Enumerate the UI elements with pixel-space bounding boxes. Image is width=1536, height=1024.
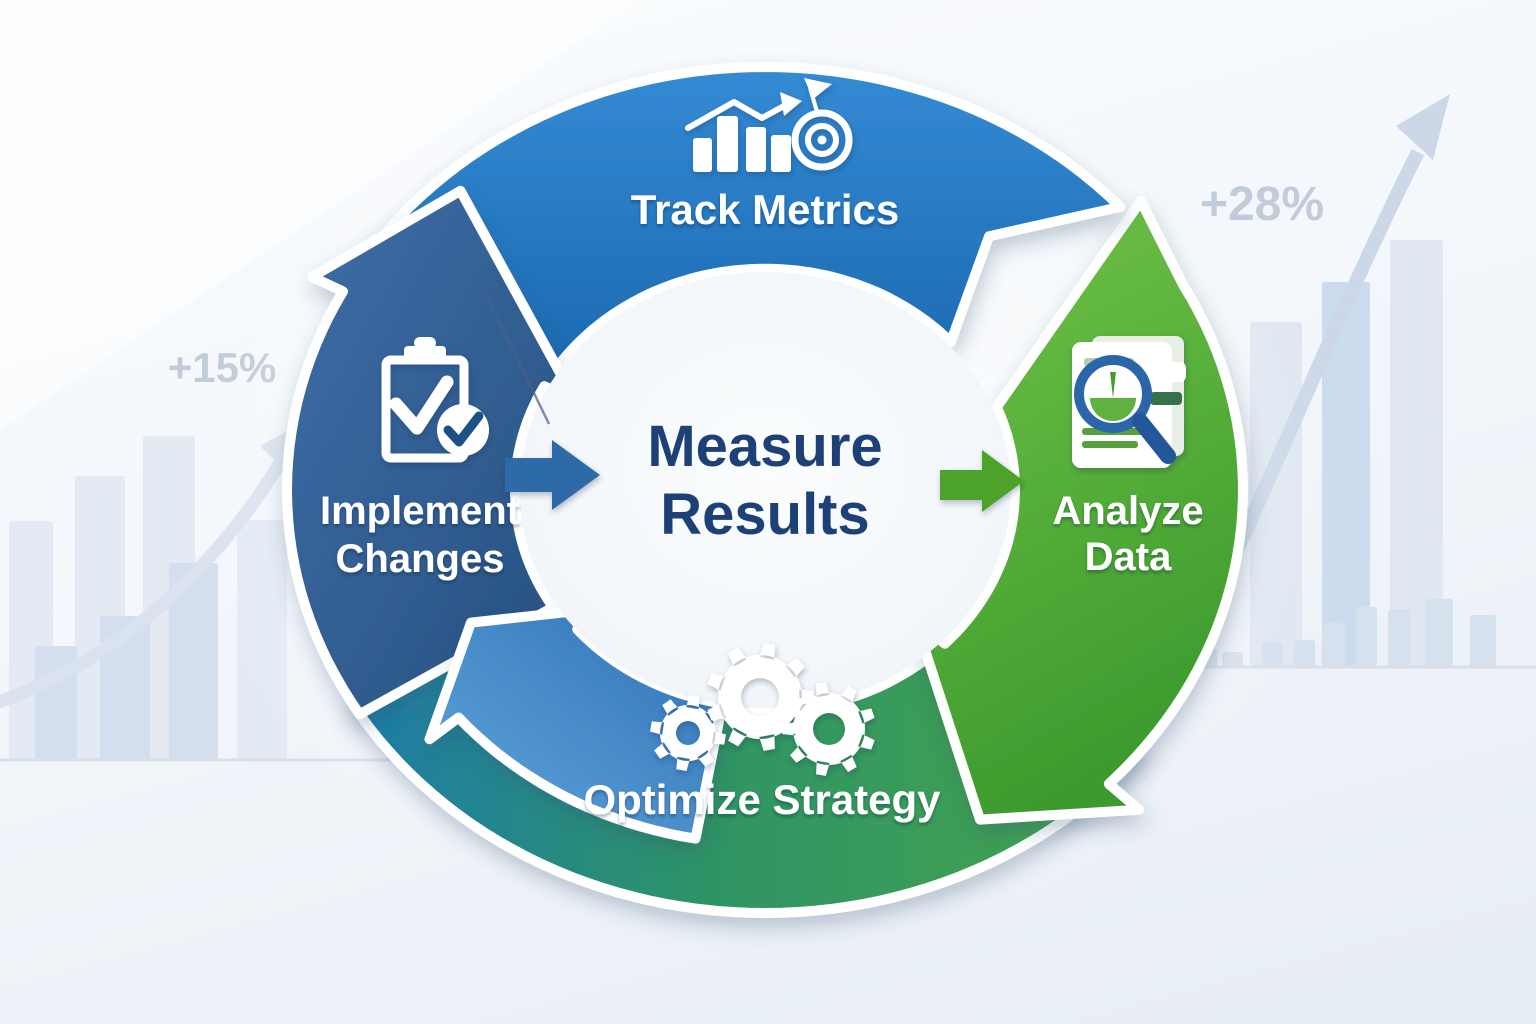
arrow-center-to-analyze [940,450,1024,512]
segment-implement-changes [282,185,581,720]
gears-icon [650,643,875,776]
dart-flag [804,78,832,99]
doc-tab [1150,362,1186,382]
stage-label-track-metrics: Track Metrics [631,186,900,233]
doc-tab-dark [1150,392,1182,405]
bar-chart-silhouette-left [9,436,287,760]
center-label-line1: Measure [647,414,882,479]
trend-arrow-head [780,92,802,116]
segment-track-metrics [354,62,1126,378]
check-badge-mark [443,411,484,447]
bar-chart-target-icon [685,78,853,172]
document-magnifier-icon [1072,336,1186,468]
bar-1 [693,138,712,172]
decor-bar [1388,609,1410,667]
bar-2 [717,116,738,172]
bar-4 [771,135,791,172]
clipboard-check [389,375,454,435]
stage-label-optimize-strategy: Optimize Strategy [583,776,941,823]
clipboard-clip [404,346,446,363]
clipboard-check-icon [381,337,489,463]
decor-bar [100,616,150,760]
lens-pie-chart [1090,398,1136,421]
target-outer-ring [791,109,853,171]
lens-pie-spike [1110,372,1116,398]
decor-bar [1425,599,1453,667]
target-bullseye [817,135,827,145]
trend-line [685,99,787,131]
bar-3 [746,127,766,172]
decor-needle [480,285,551,425]
decor-bar [1356,607,1377,667]
gear [650,695,726,771]
gear [782,682,875,776]
doc-line-green [1082,441,1138,448]
arrow-implement-to-center [505,440,600,510]
magnifier-handle [1132,413,1176,464]
decor-bar [1323,623,1345,667]
decor-bar [1470,615,1496,667]
decor-bar [1390,240,1443,667]
stage-label-analyze: Analyze [1052,489,1203,533]
target-inner-ring [805,123,839,157]
cycle-ring [282,62,1248,918]
clipboard-clip-top [414,337,436,349]
stage-label-changes: Changes [336,537,505,581]
stage-label-implement: Implement [320,489,520,533]
growth-arrow-right-head [1396,94,1450,160]
stage-label-data: Data [1085,535,1172,579]
center-disc [519,272,1011,708]
center-label-line2: Results [660,482,870,547]
